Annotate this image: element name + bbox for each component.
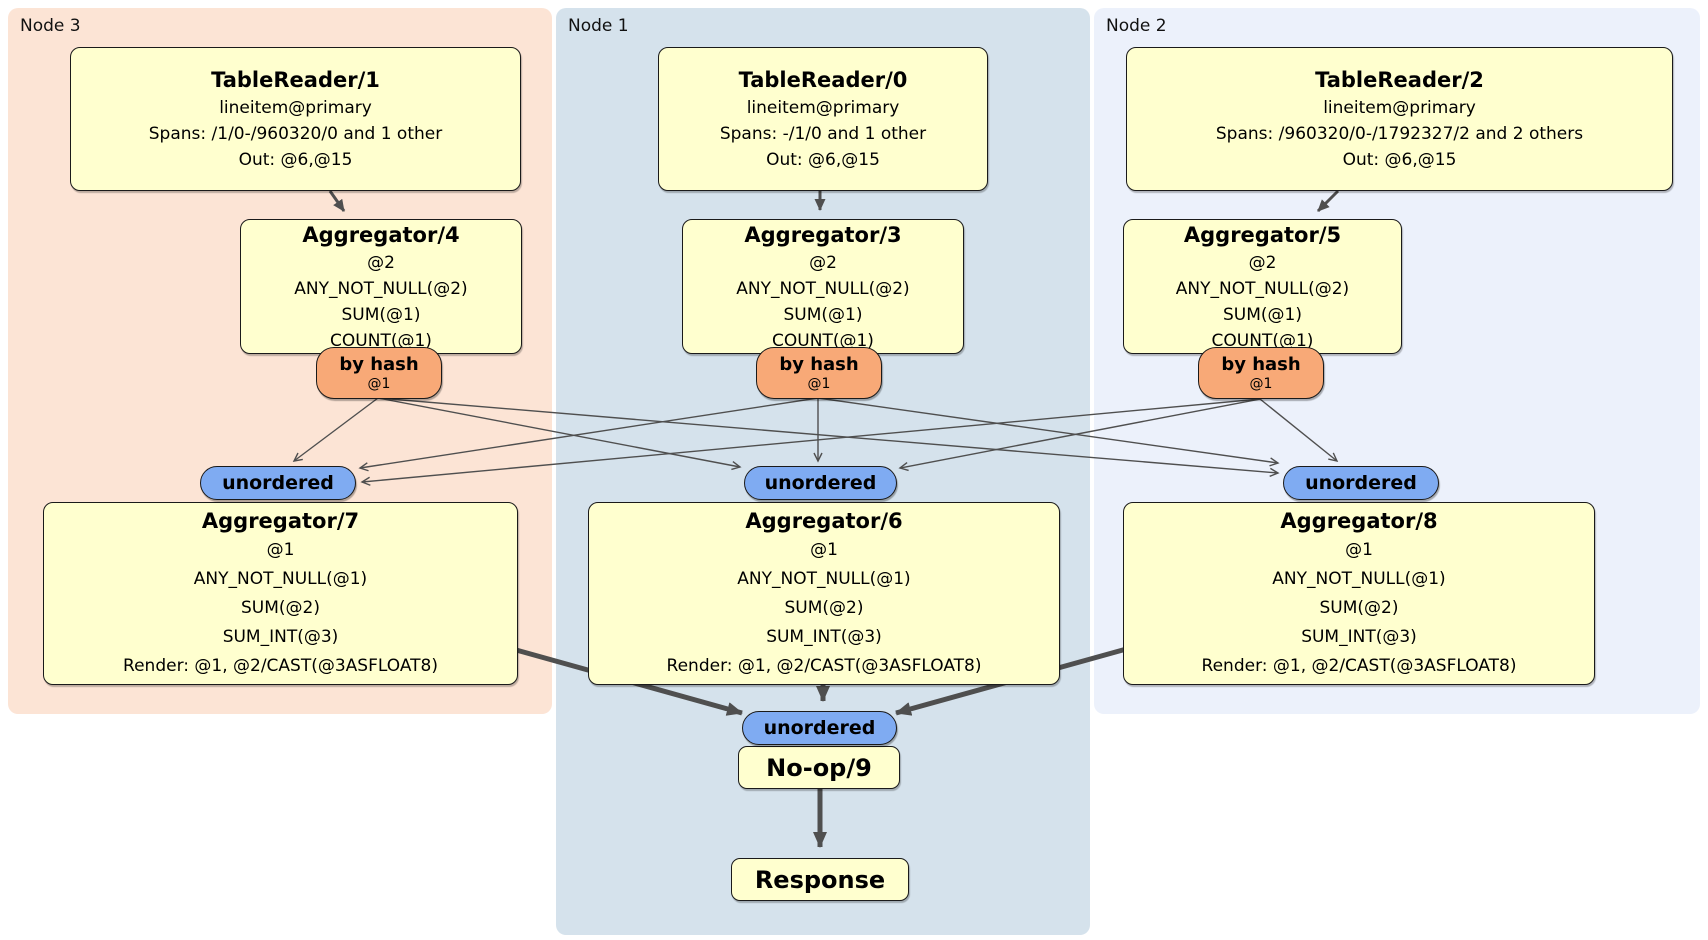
processor-detail: Spans: /960320/0-/1792327/2 and 2 others [1215, 124, 1584, 144]
processor-detail: @1 [1345, 540, 1373, 560]
stream-unordered: unordered [744, 466, 897, 500]
processor-title: TableReader/2 [1315, 68, 1484, 92]
processor-title: Response [754, 865, 886, 894]
processor-title: Aggregator/3 [744, 222, 902, 247]
processor-detail: @2 [809, 252, 837, 273]
processor-detail: SUM(@2) [1319, 598, 1399, 618]
processor-aggregator-3: Aggregator/3 @2 ANY_NOT_NULL(@2) SUM(@1)… [682, 219, 964, 354]
router-by-hash: by hash @1 [1198, 347, 1324, 399]
processor-detail: SUM(@2) [241, 598, 320, 618]
processor-tablereader-1: TableReader/1 lineitem@primary Spans: /1… [70, 47, 521, 191]
processor-detail: Out: @6,@15 [766, 150, 880, 170]
processor-detail: ANY_NOT_NULL(@2) [736, 278, 910, 299]
processor-detail: ANY_NOT_NULL(@2) [294, 278, 468, 299]
node-region-label: Node 1 [568, 16, 629, 36]
processor-detail: @2 [1248, 252, 1277, 273]
processor-tablereader-0: TableReader/0 lineitem@primary Spans: -/… [658, 47, 988, 191]
router-label: by hash [1221, 353, 1301, 375]
processor-detail: SUM_INT(@3) [222, 627, 339, 647]
node-region-label: Node 2 [1106, 16, 1167, 36]
processor-detail: COUNT(@1) [330, 330, 432, 351]
router-detail: @1 [367, 375, 391, 392]
processor-detail: lineitem@primary [219, 98, 372, 118]
response-node: Response [731, 858, 909, 901]
processor-title: Aggregator/5 [1183, 222, 1342, 247]
processor-title: TableReader/1 [211, 68, 380, 92]
router-by-hash: by hash @1 [316, 347, 442, 399]
processor-detail: SUM(@1) [1223, 304, 1302, 325]
stream-unordered-final: unordered [742, 711, 897, 745]
router-by-hash: by hash @1 [756, 347, 882, 399]
router-detail: @1 [807, 375, 831, 392]
processor-noop-9: No-op/9 [738, 746, 900, 789]
processor-title: No-op/9 [766, 753, 872, 782]
processor-detail: @1 [266, 540, 295, 560]
processor-detail: COUNT(@1) [1211, 330, 1314, 351]
node-region-label: Node 3 [20, 16, 81, 36]
router-label: by hash [339, 353, 419, 375]
processor-detail: COUNT(@1) [772, 330, 874, 351]
processor-detail: ANY_NOT_NULL(@1) [1272, 569, 1446, 589]
processor-detail: SUM_INT(@3) [1301, 627, 1417, 647]
processor-detail: Render: @1, @2/CAST(@3ASFLOAT8) [123, 656, 438, 676]
processor-detail: @1 [810, 540, 838, 560]
processor-title: TableReader/0 [738, 68, 908, 92]
router-label: by hash [779, 353, 859, 375]
router-detail: @1 [1249, 375, 1273, 392]
processor-detail: Spans: -/1/0 and 1 other [719, 124, 927, 144]
processor-detail: Out: @6,@15 [238, 150, 353, 170]
processor-aggregator-6: Aggregator/6 @1 ANY_NOT_NULL(@1) SUM(@2)… [588, 502, 1060, 685]
processor-aggregator-8: Aggregator/8 @1 ANY_NOT_NULL(@1) SUM(@2)… [1123, 502, 1595, 685]
processor-detail: Render: @1, @2/CAST(@3ASFLOAT8) [666, 656, 982, 676]
processor-detail: Render: @1, @2/CAST(@3ASFLOAT8) [1201, 656, 1517, 676]
processor-detail: Spans: /1/0-/960320/0 and 1 other [148, 124, 443, 144]
processor-detail: ANY_NOT_NULL(@2) [1175, 278, 1350, 299]
processor-aggregator-4: Aggregator/4 @2 ANY_NOT_NULL(@2) SUM(@1)… [240, 219, 522, 354]
processor-title: Aggregator/8 [1280, 509, 1438, 533]
processor-detail: SUM_INT(@3) [766, 627, 882, 647]
processor-detail: lineitem@primary [746, 98, 900, 118]
processor-detail: lineitem@primary [1323, 98, 1476, 118]
stream-unordered: unordered [1283, 466, 1439, 500]
processor-detail: SUM(@1) [783, 304, 863, 325]
processor-detail: ANY_NOT_NULL(@1) [737, 569, 911, 589]
stream-unordered: unordered [200, 466, 356, 500]
processor-detail: @2 [367, 252, 395, 273]
processor-title: Aggregator/6 [745, 509, 903, 533]
processor-detail: SUM(@2) [784, 598, 864, 618]
processor-detail: Out: @6,@15 [1342, 150, 1457, 170]
processor-title: Aggregator/7 [201, 509, 360, 533]
processor-tablereader-2: TableReader/2 lineitem@primary Spans: /9… [1126, 47, 1673, 191]
processor-aggregator-5: Aggregator/5 @2 ANY_NOT_NULL(@2) SUM(@1)… [1123, 219, 1402, 354]
processor-title: Aggregator/4 [302, 222, 460, 247]
processor-aggregator-7: Aggregator/7 @1 ANY_NOT_NULL(@1) SUM(@2)… [43, 502, 518, 685]
processor-detail: SUM(@1) [341, 304, 421, 325]
processor-detail: ANY_NOT_NULL(@1) [193, 569, 368, 589]
